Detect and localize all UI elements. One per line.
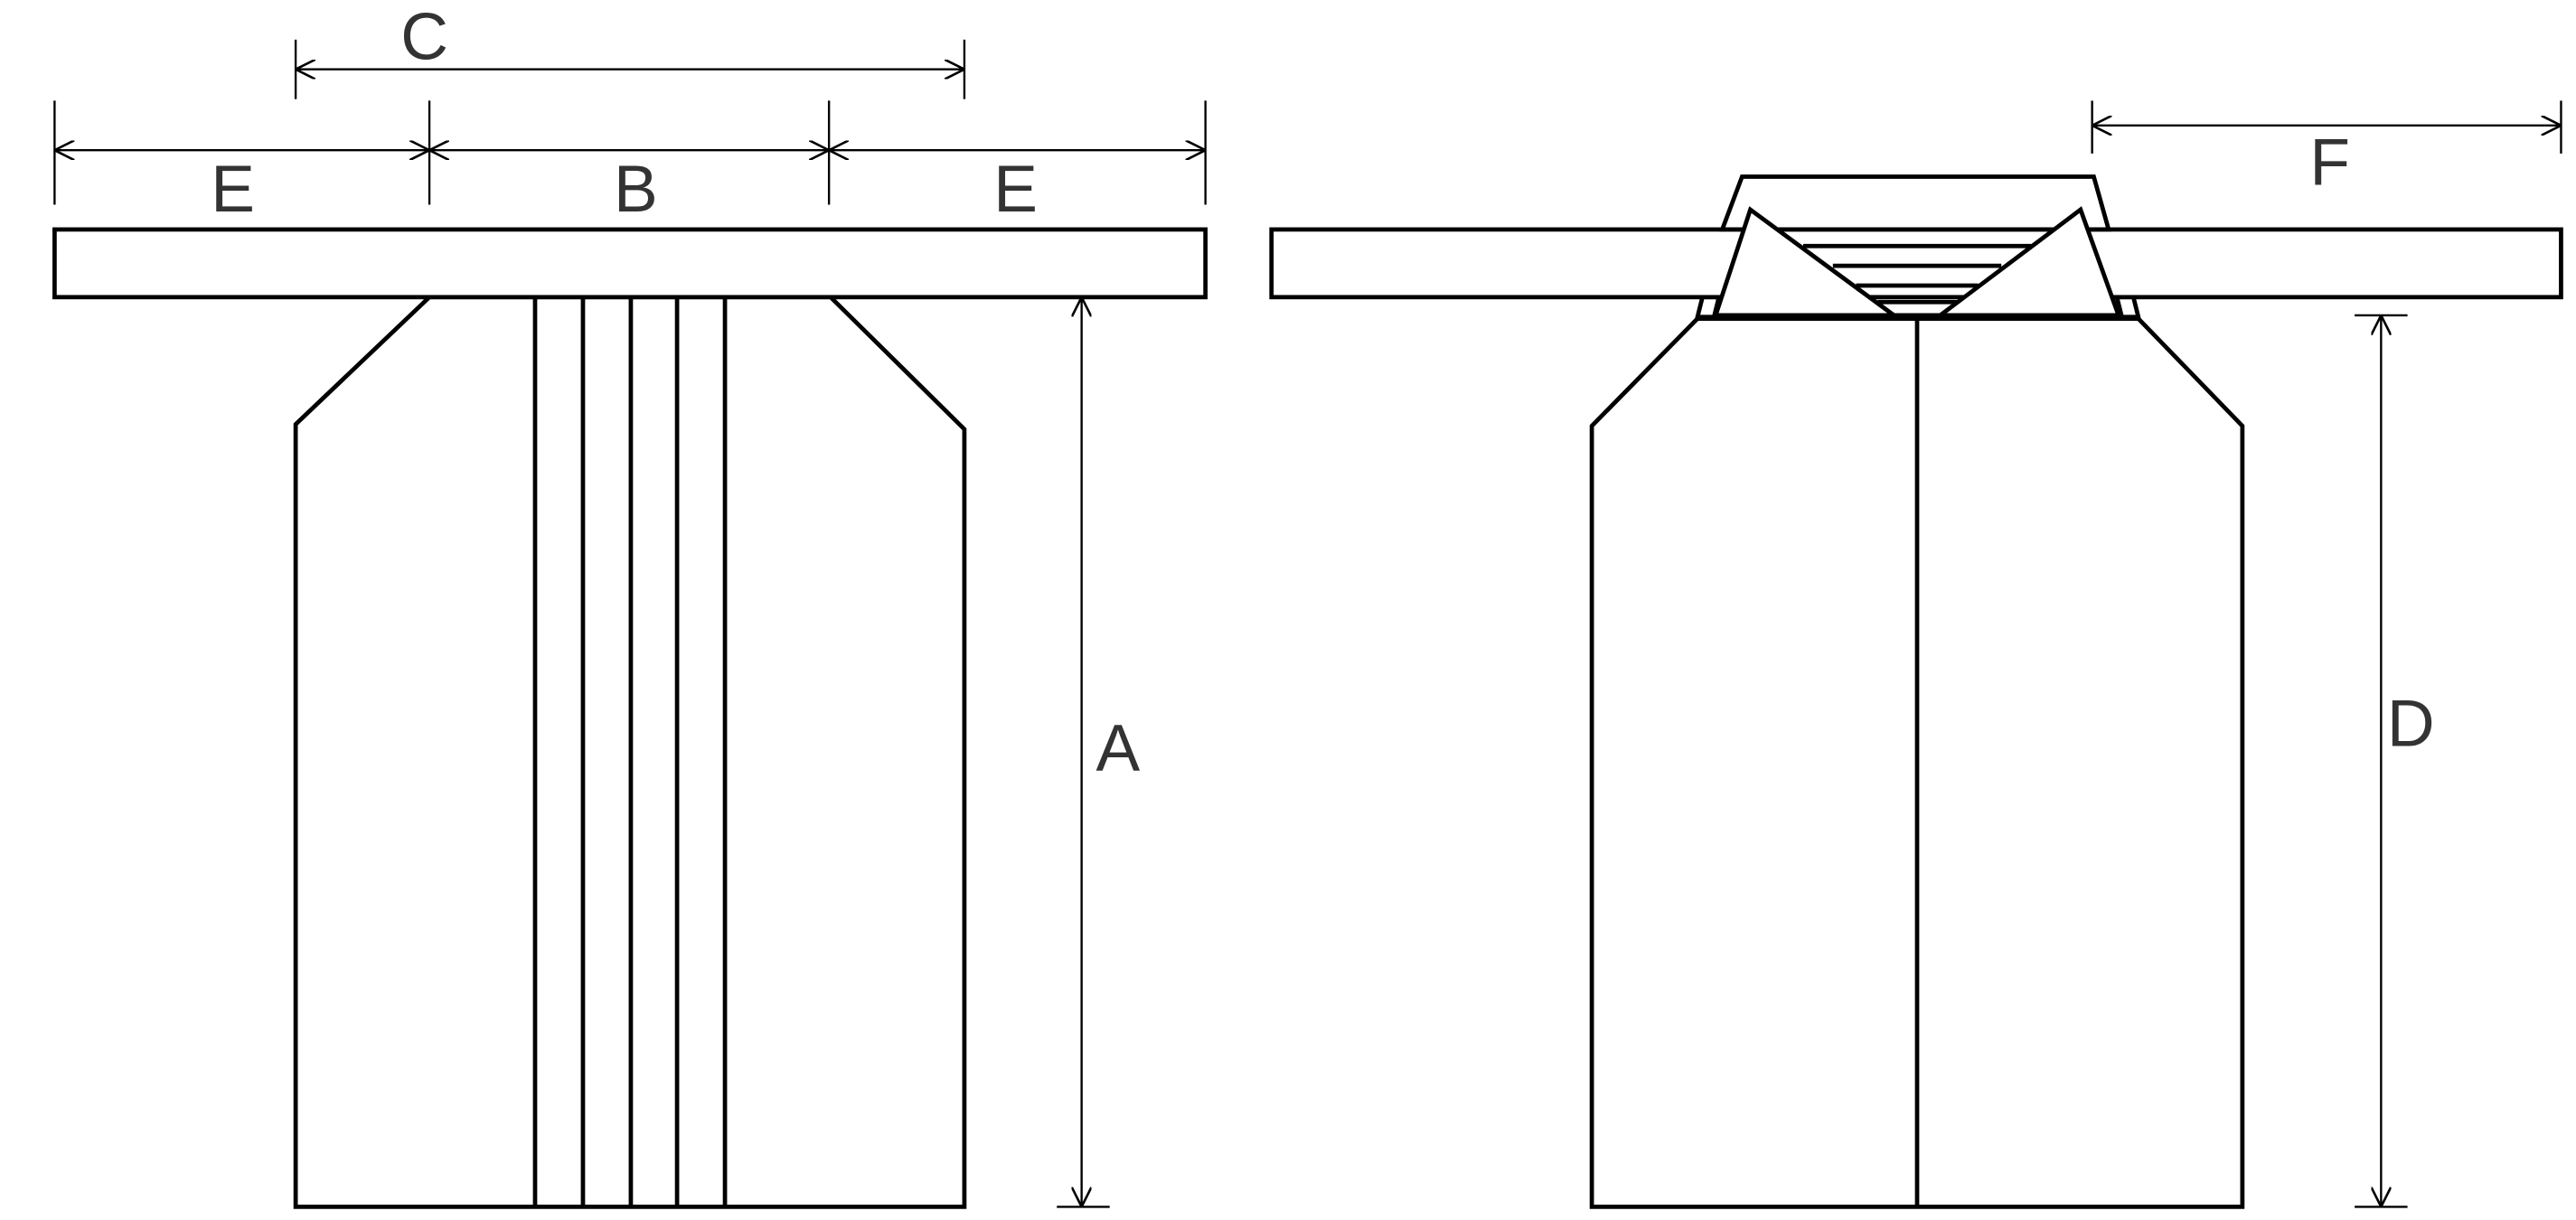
label-c: C bbox=[400, 1, 448, 74]
label-f: F bbox=[2309, 127, 2350, 200]
collar-layer-lines bbox=[1802, 243, 2032, 305]
front-view-garment bbox=[1269, 174, 2563, 1209]
label-e-right: E bbox=[993, 153, 1038, 226]
dimension-a: A bbox=[1057, 296, 1140, 1208]
dimension-f: F bbox=[2091, 100, 2562, 200]
pleat-lines bbox=[532, 296, 728, 1207]
sleeve-bar bbox=[52, 227, 1208, 300]
right-front-collar bbox=[1933, 206, 2122, 318]
label-d: D bbox=[2387, 688, 2435, 761]
label-e-left: E bbox=[211, 153, 255, 226]
label-a: A bbox=[1095, 712, 1140, 785]
left-front-collar bbox=[1712, 206, 1901, 318]
back-collar bbox=[1719, 174, 2112, 232]
label-b: B bbox=[614, 153, 658, 226]
dimension-c: C bbox=[294, 1, 966, 99]
back-view-garment bbox=[52, 227, 1208, 1209]
dimension-d: D bbox=[2355, 314, 2435, 1208]
dimension-e-b-e: E B E bbox=[53, 100, 1207, 226]
